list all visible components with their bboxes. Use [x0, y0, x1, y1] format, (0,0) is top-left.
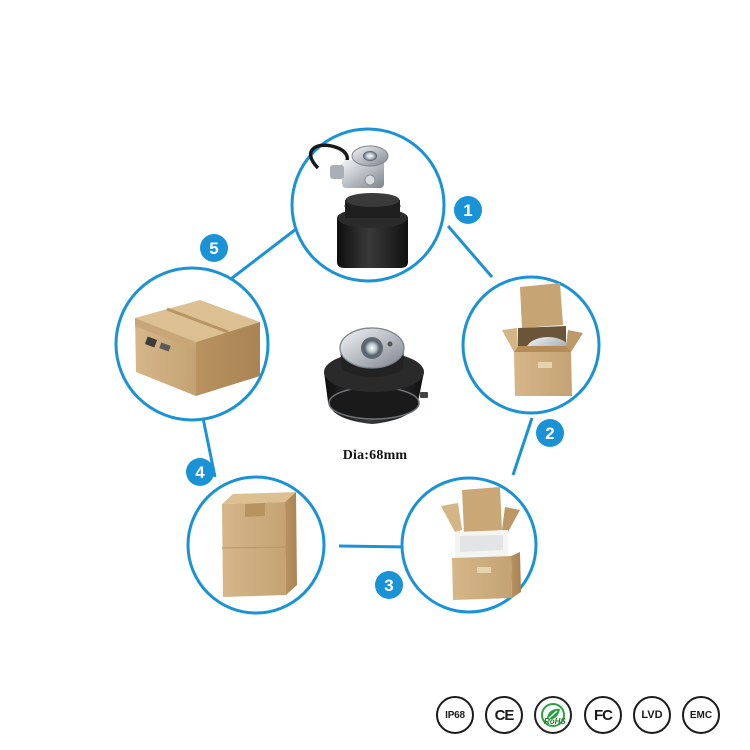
step-2-badge: 2 [536, 419, 564, 447]
fc-icon: FC [584, 696, 622, 734]
step-1-circle [290, 127, 446, 283]
emc-icon: EMC [682, 696, 720, 734]
step-5-circle [114, 266, 270, 422]
step-4-circle [186, 475, 326, 615]
step-3-badge: 3 [375, 571, 403, 599]
step-4-badge: 4 [186, 458, 214, 486]
step-3-circle [400, 476, 538, 614]
center-product-image [324, 327, 428, 424]
step-3-number: 3 [384, 576, 393, 595]
step-5-number: 5 [209, 239, 218, 258]
step-4-number: 4 [195, 463, 205, 482]
step-2-number: 2 [545, 424, 554, 443]
ip68-icon: IP68 [436, 696, 474, 734]
rohs-leaf-icon [541, 703, 565, 727]
connector-line [222, 224, 301, 287]
step-5-badge: 5 [200, 234, 228, 262]
step-1-number: 1 [463, 201, 472, 220]
lvd-icon: LVD [633, 696, 671, 734]
step-2-circle [461, 275, 601, 415]
ce-icon: CE [485, 696, 523, 734]
rohs-icon: RoHS [534, 696, 572, 734]
step-1-badge: 1 [454, 196, 482, 224]
connector-line [446, 225, 494, 278]
dimension-label: Dia:68mm [342, 448, 408, 463]
certification-icons: IP68 CE RoHS FC LVD EMC [436, 696, 736, 736]
connector-line [511, 417, 534, 476]
